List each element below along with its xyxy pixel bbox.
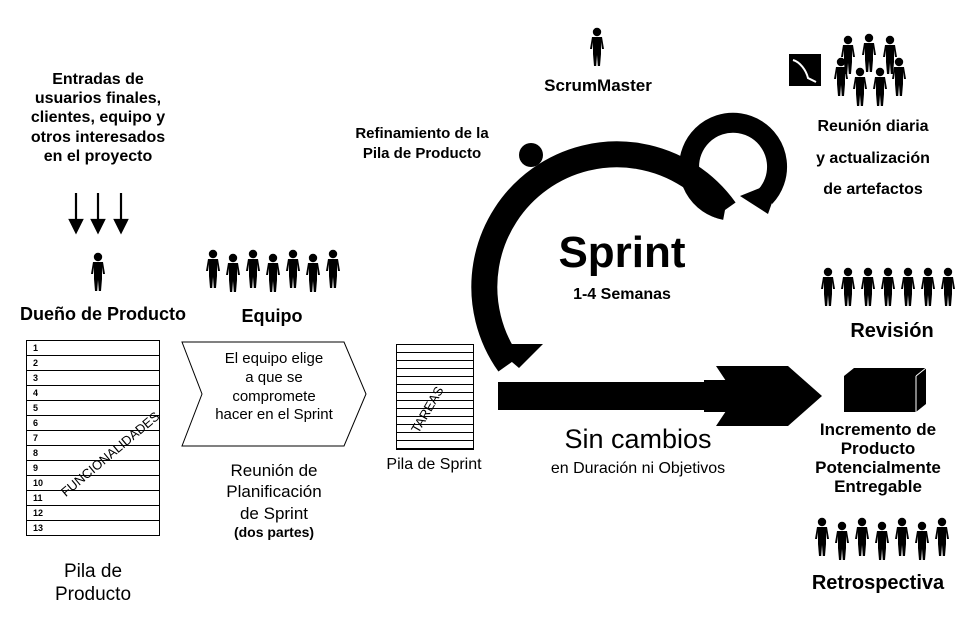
list-item: 1 — [27, 341, 159, 356]
list-item: 9 — [27, 461, 159, 476]
retrospective-person-icons — [815, 517, 949, 560]
list-item: 2 — [27, 356, 159, 371]
daily-meeting-person-icons — [834, 33, 906, 106]
increment-label: Incremento de Producto Potencialmente En… — [815, 420, 941, 497]
list-item: 6 — [27, 416, 159, 431]
no-changes-label: Sin cambios — [564, 424, 712, 454]
review-person-icons — [821, 267, 955, 306]
retrospective-label: Retrospectiva — [811, 572, 945, 594]
planning-box-text: El equipo elige a que se compromete hace… — [215, 350, 333, 424]
scrum-master-person-icon — [590, 27, 604, 66]
list-item: 5 — [27, 401, 159, 416]
list-item: 12 — [27, 506, 159, 521]
sprint-backlog-caption: Pila de Sprint — [386, 456, 482, 473]
no-changes-sub: en Duración ni Objetivos — [550, 460, 726, 477]
flow-arrow-icon — [498, 366, 822, 426]
list-item: 13 — [27, 521, 159, 536]
stakeholder-inputs-text: Entradas de usuarios finales, clientes, … — [30, 71, 166, 165]
sprint-loop-icon — [471, 112, 788, 372]
input-arrows — [68, 193, 129, 235]
product-owner-person-icon — [91, 252, 105, 291]
team-person-icons — [206, 249, 340, 292]
refinement-dot-icon — [519, 143, 543, 167]
sprint-backlog-sheet — [396, 344, 474, 450]
list-item: 11 — [27, 491, 159, 506]
team-label: Equipo — [241, 306, 303, 326]
list-item: 3 — [27, 371, 159, 386]
list-item: 8 — [27, 446, 159, 461]
product-backlog-caption: Pila de Producto — [54, 561, 132, 606]
product-box-icon — [844, 367, 927, 412]
scrum-master-label: ScrumMaster — [544, 76, 652, 95]
phone-icon — [789, 54, 821, 86]
planning-caption: Reunión de Planificación de Sprint (dos … — [226, 461, 322, 540]
planning-box-outline — [181, 341, 367, 447]
sprint-duration: 1-4 Semanas — [573, 286, 671, 303]
list-item: 4 — [27, 386, 159, 401]
product-backlog-list: 1 2 3 4 5 6 7 8 9 10 11 12 13 — [26, 340, 160, 536]
daily-meeting-label: Reunión diaria y actualización de artefa… — [816, 118, 930, 199]
review-label: Revisión — [850, 320, 934, 342]
refinement-label: Refinamiento de la Pila de Producto — [355, 125, 489, 162]
sprint-title: Sprint — [558, 228, 686, 277]
list-item: 10 — [27, 476, 159, 491]
list-item: 7 — [27, 431, 159, 446]
product-owner-label: Dueño de Producto — [20, 304, 186, 324]
